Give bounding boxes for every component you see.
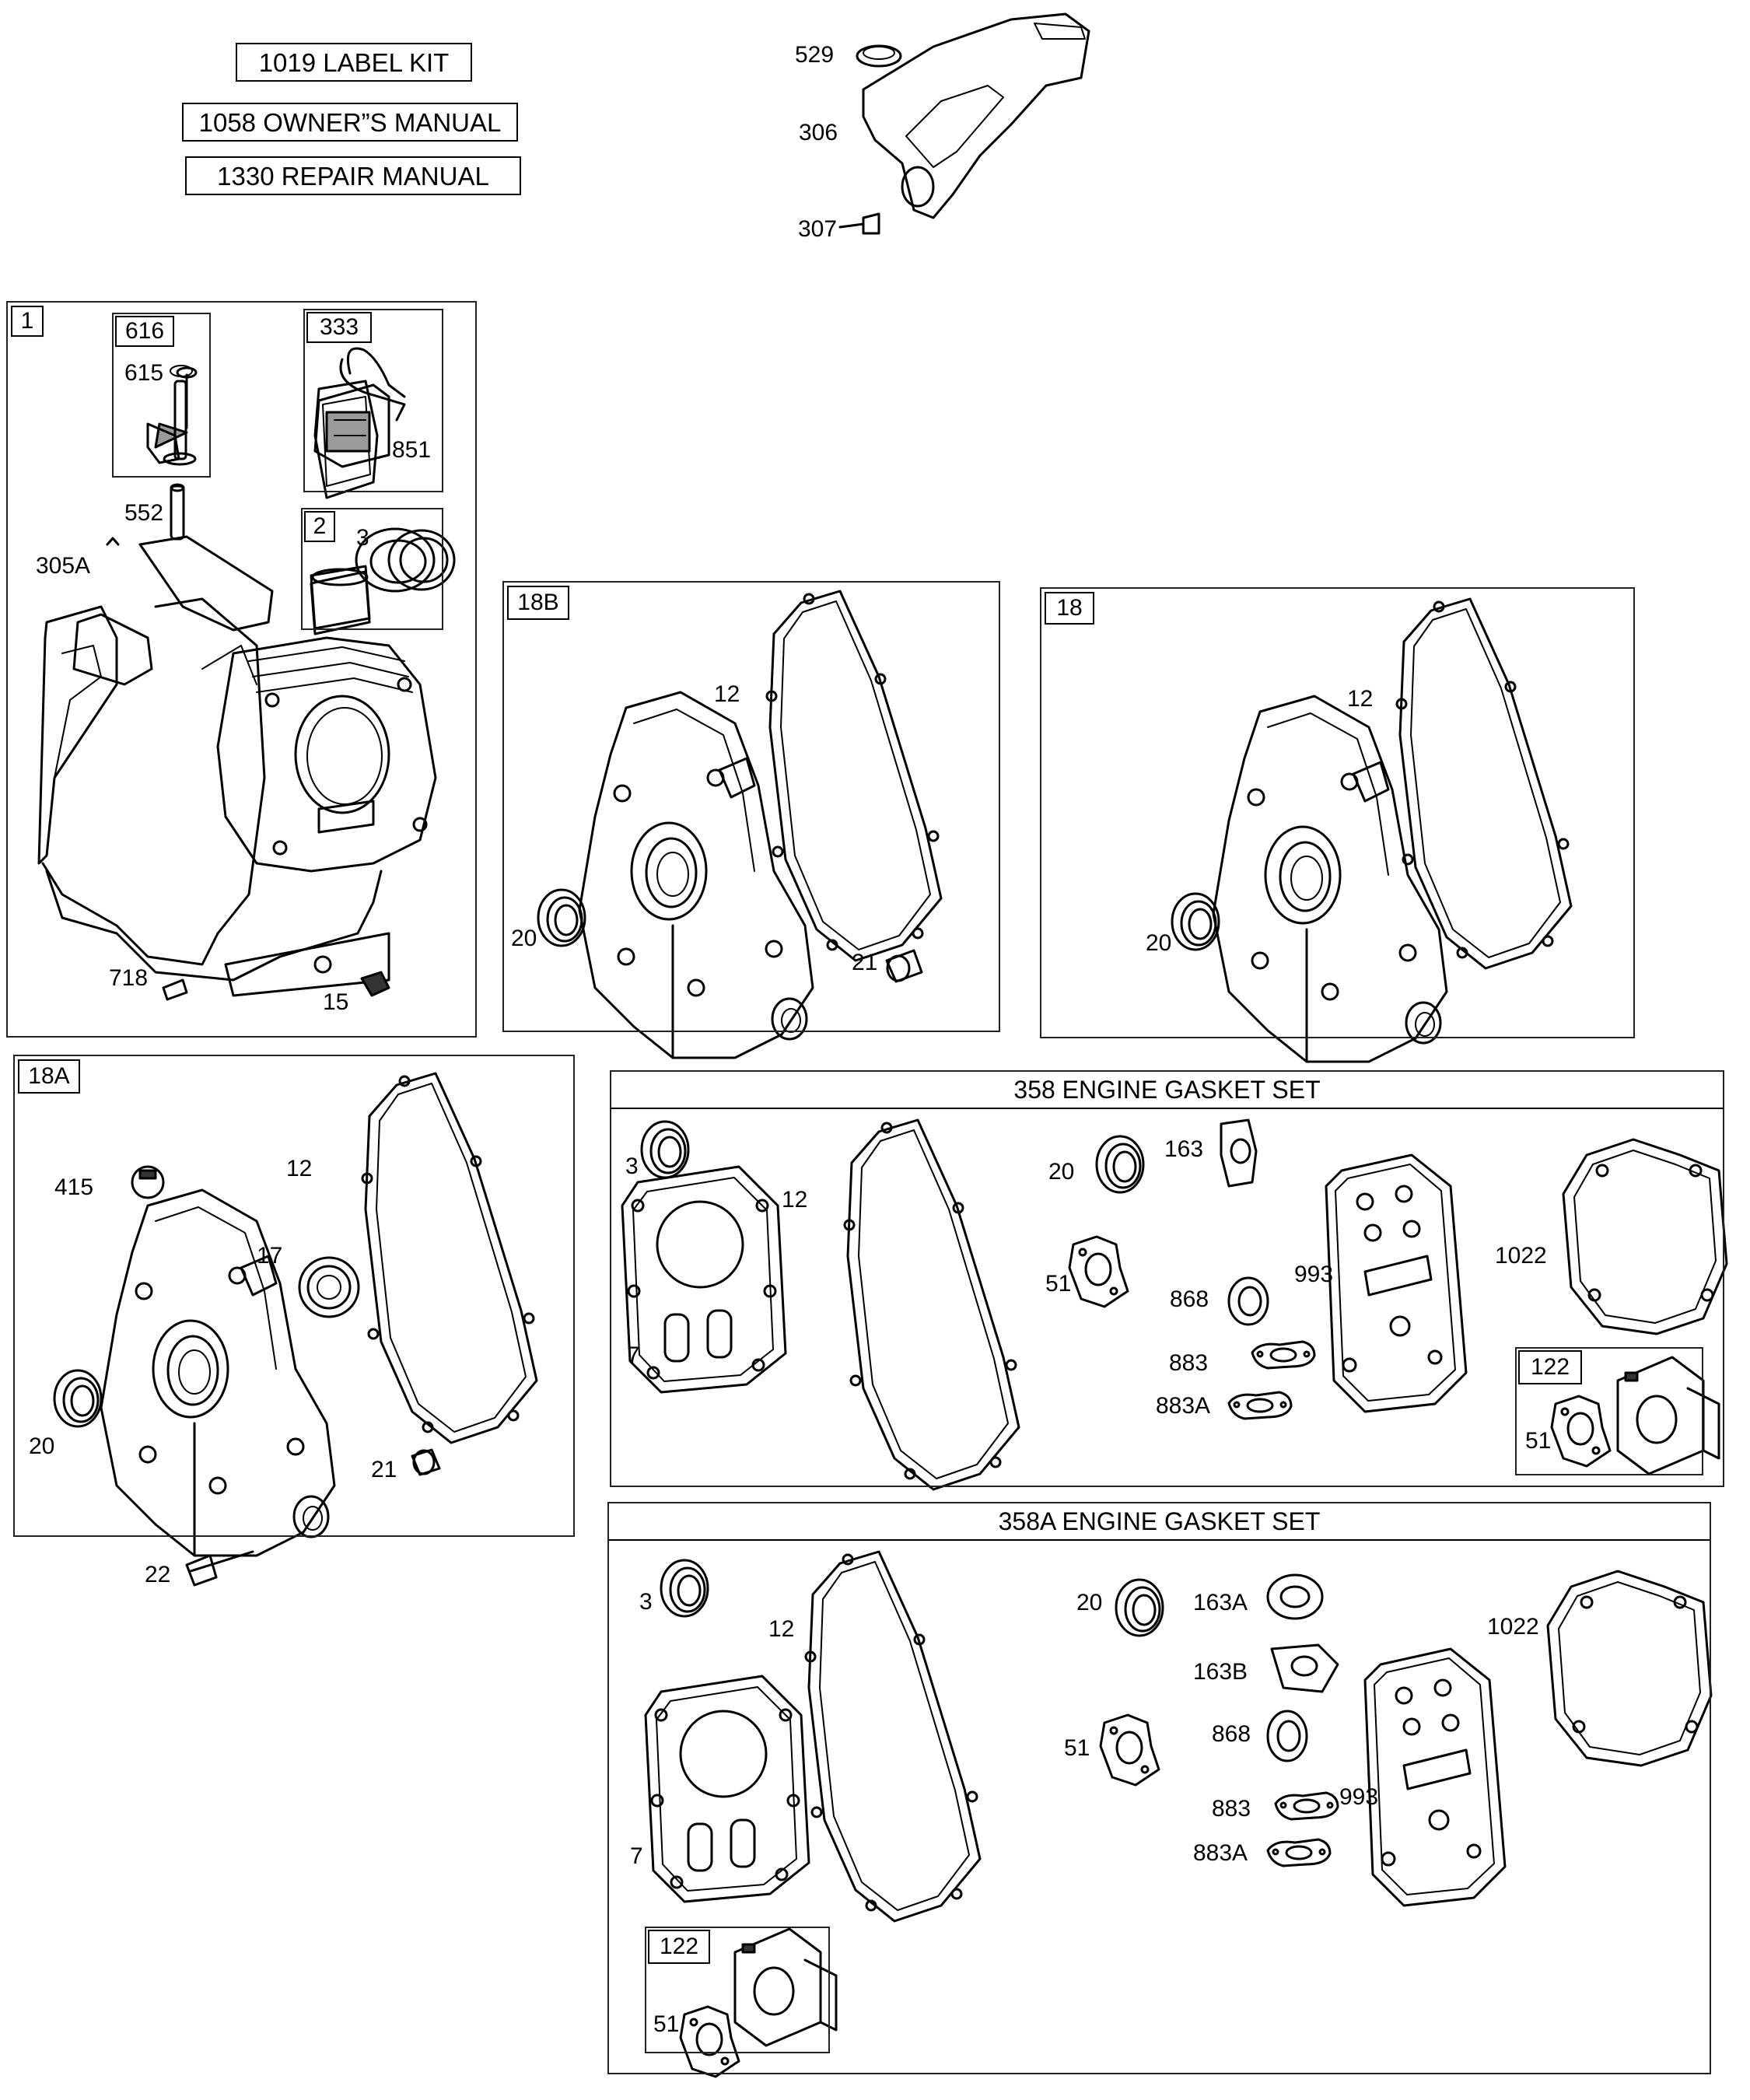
callout-15: 15	[323, 989, 349, 1015]
label-kit-box: 1019 LABEL KIT	[236, 43, 472, 82]
bearing-art	[310, 529, 456, 630]
panel-18b: 18B	[502, 581, 1000, 1032]
callout-20: 20	[1048, 1159, 1075, 1185]
panel-cylinder-block: 1	[6, 301, 477, 1038]
shroud-art	[838, 12, 1090, 235]
callout-3: 3	[639, 1589, 653, 1615]
callout-163: 163	[1164, 1136, 1204, 1162]
armature-art	[313, 347, 406, 468]
callout-7: 7	[630, 1843, 643, 1869]
panel-tag: 122	[1518, 1350, 1582, 1384]
callout-20: 20	[1146, 930, 1172, 956]
panel-tag: 2	[304, 511, 335, 542]
cover-18a-art	[53, 1072, 538, 1587]
callout-12: 12	[714, 681, 740, 707]
callout-552: 552	[124, 500, 164, 526]
callout-868: 868	[1212, 1721, 1251, 1747]
callout-883: 883	[1169, 1350, 1209, 1376]
panel-tag: 18B	[507, 586, 569, 620]
callout-20: 20	[29, 1433, 55, 1459]
panel-tag: 333	[306, 312, 372, 343]
callout-529: 529	[795, 42, 835, 68]
panel-tag: 122	[648, 1930, 710, 1964]
panel-title: 358 ENGINE GASKET SET	[611, 1072, 1723, 1109]
panel-18a: 18A	[13, 1055, 575, 1537]
callout-22: 22	[145, 1562, 171, 1587]
callout-21: 21	[371, 1457, 397, 1482]
panel-358a-gasket-set: 358A ENGINE GASKET SET	[607, 1502, 1711, 2074]
callout-21: 21	[852, 950, 878, 975]
callout-20: 20	[1076, 1590, 1103, 1615]
panel-2: 2	[301, 508, 443, 630]
callout-305a: 305A	[36, 553, 91, 579]
panel-tag: 18	[1045, 592, 1094, 625]
callout-993: 993	[1294, 1262, 1334, 1287]
callout-1022: 1022	[1495, 1243, 1547, 1269]
gasket-set-358a-art	[644, 1550, 1713, 2078]
panel-tag: 616	[115, 316, 174, 347]
callout-615: 615	[124, 360, 164, 386]
callout-868: 868	[1170, 1286, 1209, 1312]
gasket-set-358-art	[621, 1118, 1728, 1491]
panel-333: 333	[303, 309, 443, 492]
callout-1022: 1022	[1487, 1614, 1539, 1640]
callout-851: 851	[392, 437, 432, 463]
callout-883: 883	[1212, 1796, 1251, 1822]
callout-3: 3	[625, 1153, 639, 1179]
panel-18: 18	[1040, 587, 1635, 1038]
panel-122: 122	[1515, 1347, 1703, 1475]
callout-306: 306	[799, 120, 838, 145]
callout-12: 12	[768, 1616, 795, 1642]
callout-993: 993	[1339, 1784, 1379, 1810]
callout-51: 51	[653, 2011, 680, 2037]
owners-manual-box: 1058 OWNER”S MANUAL	[182, 103, 518, 142]
callout-12: 12	[782, 1187, 808, 1213]
panel-358-gasket-set: 358 ENGINE GASKET SET	[610, 1070, 1724, 1487]
callout-20: 20	[511, 926, 537, 951]
dipstick-art	[146, 365, 197, 466]
repair-manual-box: 1330 REPAIR MANUAL	[185, 156, 521, 195]
panel-tag: 1	[11, 306, 44, 337]
panel-122: 122	[645, 1927, 830, 2053]
callout-163a: 163A	[1193, 1590, 1248, 1615]
callout-12: 12	[1347, 686, 1374, 712]
panel-title: 358A ENGINE GASKET SET	[609, 1503, 1710, 1541]
panel-616: 616	[112, 313, 211, 478]
callout-883a: 883A	[1193, 1840, 1248, 1866]
callout-883a: 883A	[1156, 1393, 1211, 1419]
callout-7: 7	[627, 1342, 640, 1368]
cover-18b-art	[537, 590, 943, 1059]
callout-51: 51	[1525, 1428, 1552, 1454]
callout-163b: 163B	[1193, 1659, 1248, 1685]
callout-718: 718	[109, 965, 149, 991]
callout-51: 51	[1045, 1271, 1072, 1297]
callout-12: 12	[286, 1156, 313, 1181]
callout-51: 51	[1064, 1735, 1090, 1761]
callout-3: 3	[356, 525, 369, 551]
callout-17: 17	[257, 1243, 283, 1269]
callout-307: 307	[798, 216, 838, 242]
panel-tag: 18A	[18, 1059, 80, 1094]
callout-415: 415	[54, 1174, 94, 1200]
